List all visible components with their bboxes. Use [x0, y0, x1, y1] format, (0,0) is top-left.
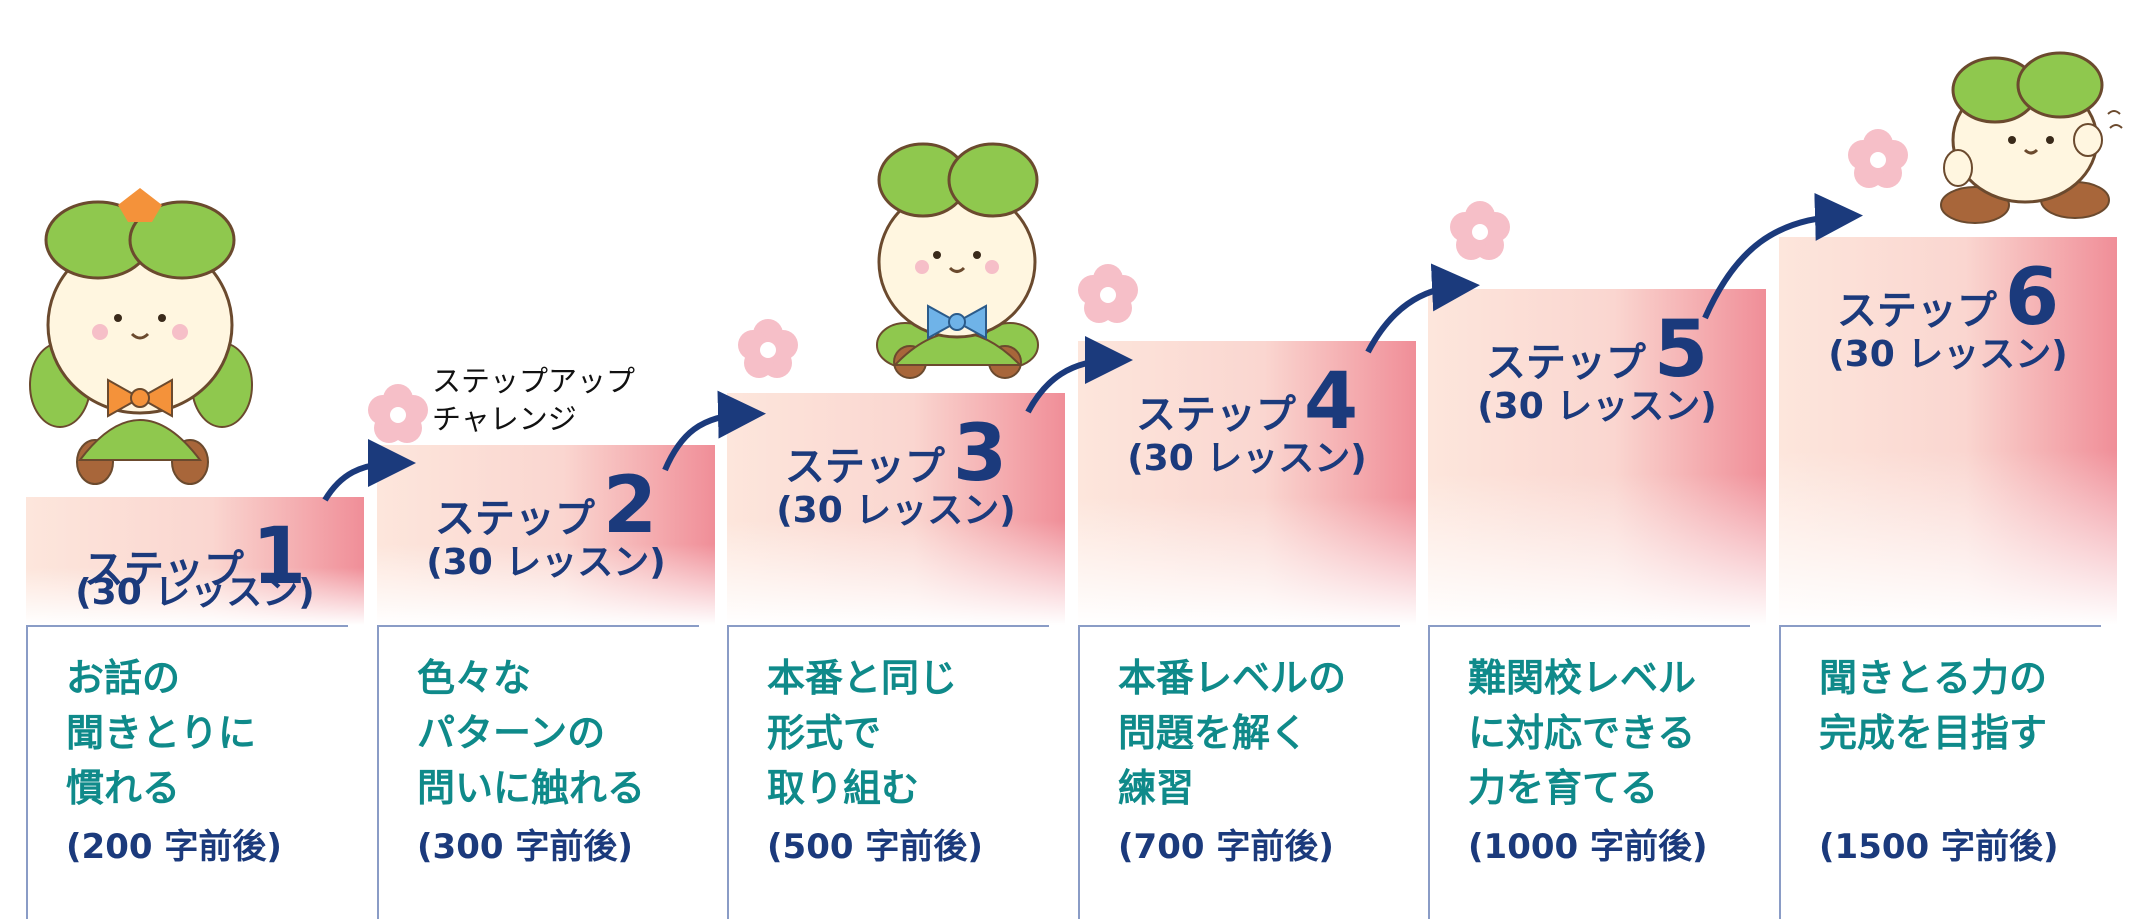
description-line: 問いに触れる — [417, 766, 646, 810]
step-description-3: 本番と同じ 形式で 取り組む (500 字前後) — [727, 625, 1067, 919]
arrow-icon — [1365, 263, 1480, 354]
arrow-icon — [1702, 192, 1863, 320]
mascot-icon — [1940, 51, 2123, 224]
step-up-challenge-label: ステップアップ チャレンジ — [432, 364, 636, 436]
flower-icon — [1848, 129, 1908, 188]
step-description-2: 色々な パターンの 問いに触れる (300 字前後) — [377, 625, 717, 919]
step-lessons-4: (30 レッスン) — [1127, 438, 1367, 479]
char-count: (300 字前後) — [417, 827, 633, 867]
description-line: パターンの — [417, 711, 606, 755]
description-line: 本番と同じ — [767, 656, 958, 700]
flower-icon — [738, 319, 798, 378]
description-line: 難関校レベル — [1468, 656, 1697, 700]
step-description-4: 本番レベルの 問題を解く 練習 (700 字前後) — [1078, 625, 1418, 919]
arrow-icon — [1025, 336, 1133, 414]
description-line: 力を育てる — [1468, 766, 1659, 810]
step-lessons-1: (30 レッスン) — [75, 572, 315, 613]
description-line: お話の — [66, 656, 181, 700]
char-count: (1000 字前後) — [1468, 827, 1708, 867]
char-count: (700 字前後) — [1118, 827, 1334, 867]
description-line: 慣れる — [66, 766, 181, 810]
mascot-icon — [29, 188, 253, 485]
flower-icon — [1450, 201, 1510, 260]
step-lessons-6: (30 レッスン) — [1828, 334, 2068, 375]
description-line: 問題を解く — [1118, 711, 1309, 755]
description-line: 聞きとりに — [66, 711, 257, 755]
step-description-1: お話の 聞きとりに 慣れる (200 字前後) — [26, 625, 366, 919]
arrow-icon — [322, 439, 416, 502]
char-count: (1500 字前後) — [1819, 827, 2059, 867]
description-line: 完成を目指す — [1819, 711, 2048, 755]
char-count: (200 字前後) — [66, 827, 282, 867]
description-line: に対応できる — [1468, 711, 1696, 755]
mascot-icon — [876, 142, 1039, 379]
description-line: 本番レベルの — [1118, 656, 1347, 700]
step-description-6: 聞きとる力の 完成を目指す (1500 字前後) — [1779, 625, 2119, 919]
step-lessons-3: (30 レッスン) — [776, 490, 1016, 531]
arrow-icon — [662, 390, 766, 472]
description-line: 聞きとる力の — [1819, 656, 2048, 700]
char-count: (500 字前後) — [767, 827, 983, 867]
description-line: 色々な — [417, 656, 532, 700]
description-line: 練習 — [1118, 766, 1195, 810]
flower-icon — [368, 384, 428, 443]
step-lessons-2: (30 レッスン) — [426, 542, 666, 583]
description-line: 取り組む — [767, 766, 920, 810]
flower-icon — [1078, 264, 1138, 323]
step-description-5: 難関校レベル に対応できる 力を育てる (1000 字前後) — [1428, 625, 1768, 919]
description-line: 形式で — [767, 711, 882, 755]
step-lessons-5: (30 レッスン) — [1477, 386, 1717, 427]
